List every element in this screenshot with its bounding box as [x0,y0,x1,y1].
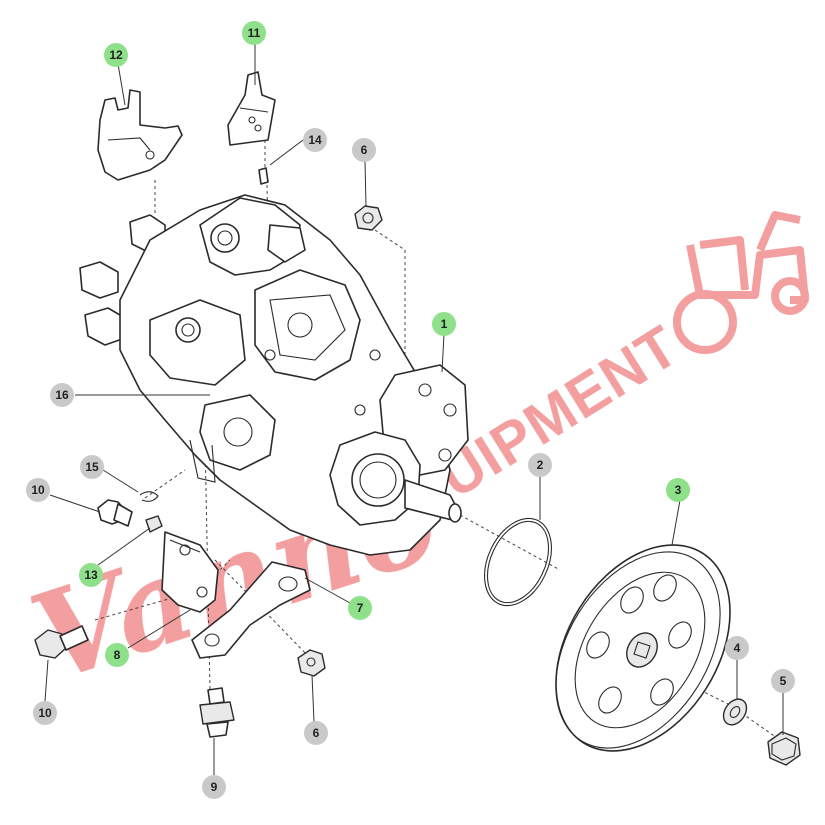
callout-6-top-label: 6 [361,143,368,157]
part-nut-5 [767,731,801,766]
callout-7-label: 7 [357,601,364,615]
part-clip-15 [139,491,159,502]
callout-2[interactable]: 2 [528,453,552,477]
part-o-ring-2 [484,517,552,607]
callout-7[interactable]: 7 [348,596,372,620]
part-gear-3 [555,544,731,752]
part-pin-14 [258,167,269,185]
callout-2-label: 2 [537,458,544,472]
callout-10-lower-label: 10 [38,706,52,720]
callout-8-bubble [105,643,129,667]
callout-4[interactable]: 4 [725,636,749,660]
callout-8-label: 8 [114,648,121,662]
callout-4-label: 4 [734,641,741,655]
part-nut-6-bottom [297,649,326,677]
callout-9[interactable]: 9 [202,775,226,799]
callout-5-bubble [771,669,795,693]
callout-7-bubble [348,596,372,620]
callout-6-top-bubble [352,138,376,162]
part-bracket-12 [97,89,183,181]
callout-15[interactable]: 15 [80,455,104,479]
part-nut-6-top [354,205,383,231]
callout-9-bubble [202,775,226,799]
callout-16[interactable]: 16 [50,383,74,407]
callout-13-label: 13 [84,568,98,582]
callout-15-bubble [80,455,104,479]
callout-12-label: 12 [109,48,123,62]
callout-2-bubble [528,453,552,477]
callout-10-upper-label: 10 [31,483,45,497]
callout-11[interactable]: 11 [242,21,266,45]
callout-5-label: 5 [780,674,787,688]
tractor-icon [673,211,809,354]
leader-lines [44,42,784,775]
part-bolt-10-lower [34,625,89,659]
callout-12-bubble [104,43,128,67]
callout-13-bubble [79,563,103,587]
callout-8[interactable]: 8 [105,643,129,667]
callout-14-label: 14 [308,133,322,147]
part-washer-4 [722,698,748,726]
callout-10-lower-bubble [33,701,57,725]
callout-16-label: 16 [55,388,69,402]
callout-16-bubble [50,383,74,407]
callout-3-bubble [666,478,690,502]
callout-6-bottom-bubble [304,721,328,745]
callout-10-upper[interactable]: 10 [26,478,50,502]
callout-15-label: 15 [85,460,99,474]
callout-6-top[interactable]: 6 [352,138,376,162]
part-injection-pump-1 [79,194,469,556]
callout-4-bubble [725,636,749,660]
callout-1[interactable]: 1 [432,312,456,336]
callout-14[interactable]: 14 [303,128,327,152]
callout-1-label: 1 [441,317,448,331]
callout-3[interactable]: 3 [666,478,690,502]
callout-5[interactable]: 5 [771,669,795,693]
callout-10-upper-bubble [26,478,50,502]
callout-10-lower[interactable]: 10 [33,701,57,725]
callouts: 12 11 14 6 1 16 2 3 [26,21,795,799]
callout-3-label: 3 [675,483,682,497]
part-plate-11 [227,71,276,146]
callout-6-bottom[interactable]: 6 [304,721,328,745]
part-plug-9 [199,687,235,738]
callout-14-bubble [303,128,327,152]
part-support-8 [161,531,219,613]
part-stay-7 [191,561,311,659]
callout-6-bottom-label: 6 [313,726,320,740]
callout-11-label: 11 [248,26,261,40]
callout-11-bubble [242,21,266,45]
callout-13[interactable]: 13 [79,563,103,587]
callout-12[interactable]: 12 [104,43,128,67]
callout-1-bubble [432,312,456,336]
callout-9-label: 9 [211,780,218,794]
part-bolt-10-upper [97,499,133,527]
